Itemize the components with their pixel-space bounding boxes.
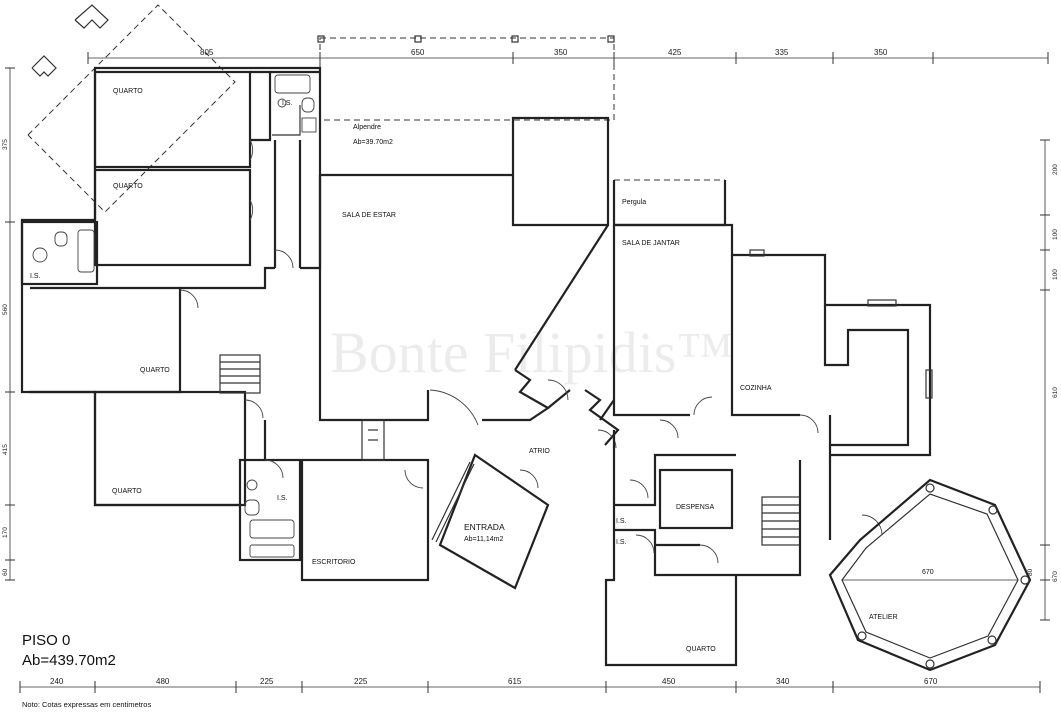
left-dimension-line: 375 560 415 170 60 <box>2 67 15 581</box>
alpendre-label: Alpendre <box>353 124 381 131</box>
dim-right-2: 100 <box>1052 229 1059 240</box>
dim-top-3: 350 <box>554 48 568 57</box>
dim-bottom-2: 480 <box>156 677 170 686</box>
plan-title: PISO 0 <box>22 632 70 649</box>
plan-note: Noto: Cotas expressas em centimetros <box>22 700 151 709</box>
despensa-label: DESPENSA <box>676 504 714 511</box>
dim-top-5: 335 <box>775 48 789 57</box>
is-2-label: I.S. <box>30 273 41 280</box>
dim-right-6: 670 <box>1052 571 1059 582</box>
dim-bottom-4: 225 <box>354 677 368 686</box>
is-3-label: I.S. <box>277 495 288 502</box>
dim-left-2: 560 <box>2 304 9 315</box>
atelier-label: ATELIER <box>869 614 898 621</box>
right-dimension-line: 200 100 100 610 80 670 <box>1027 139 1059 621</box>
top-dimension-line: 805 650 350 425 335 350 <box>87 48 1049 64</box>
dim-top-4: 425 <box>668 48 682 57</box>
is-5-label: I.S. <box>616 539 627 546</box>
dim-top-6: 350 <box>874 48 888 57</box>
dim-right-1: 200 <box>1052 164 1059 175</box>
dim-bottom-6: 450 <box>662 677 676 686</box>
garden-diagonal-element <box>27 4 236 213</box>
sala-estar-label: SALA DE ESTAR <box>342 212 396 219</box>
quarto-3-label: QUARTO <box>140 367 170 374</box>
quarto-2-label: QUARTO <box>113 183 143 190</box>
is-1-label: I.S. <box>282 100 293 107</box>
alpendre-porch <box>317 35 615 121</box>
plan-area: Ab=439.70m2 <box>22 652 116 669</box>
dim-left-3: 415 <box>2 444 9 455</box>
doors-right <box>629 396 883 564</box>
cozinha-label: COZINHA <box>740 385 772 392</box>
atrio-label: ATRIO <box>529 448 550 455</box>
dim-right-5: 80 <box>1027 568 1034 576</box>
dim-bottom-8: 670 <box>924 677 938 686</box>
quarto-1-label: QUARTO <box>113 88 143 95</box>
pergula-label: Pergula <box>622 199 646 206</box>
atelier-width: 670 <box>922 569 934 576</box>
dim-left-5: 60 <box>2 568 9 576</box>
dim-right-4: 610 <box>1052 387 1059 398</box>
entrada-label: ENTRADA <box>464 522 505 532</box>
dim-left-1: 375 <box>2 139 9 150</box>
doors-left <box>179 139 479 479</box>
dim-bottom-3: 225 <box>260 677 274 686</box>
left-wing-walls <box>20 66 322 562</box>
dim-bottom-7: 340 <box>776 677 790 686</box>
right-walls <box>604 223 933 667</box>
escritorio-label: ESCRITORIO <box>312 559 356 566</box>
doors-center <box>404 379 617 489</box>
entrada-area: Ab=11,14m2 <box>464 536 503 543</box>
dim-bottom-5: 615 <box>508 677 522 686</box>
quarto-5-label: QUARTO <box>686 646 716 653</box>
sala-jantar-label: SALA DE JANTAR <box>622 240 680 247</box>
atelier-walls <box>828 478 1032 672</box>
dim-bottom-1: 240 <box>50 677 64 686</box>
dim-top-1: 805 <box>200 48 214 57</box>
is-4-label: I.S. <box>616 518 627 525</box>
quarto-4-label: QUARTO <box>112 488 142 495</box>
alpendre-area: Ab=39.70m2 <box>353 139 393 146</box>
dim-right-3: 100 <box>1052 269 1059 280</box>
bathroom-fixtures-left <box>32 74 317 558</box>
dim-left-4: 170 <box>2 527 9 538</box>
watermark: Bonte Filipidis™ <box>330 320 733 385</box>
dim-top-2: 650 <box>411 48 425 57</box>
bottom-dimension-line: 240 480 225 225 615 450 340 670 <box>19 677 1041 693</box>
